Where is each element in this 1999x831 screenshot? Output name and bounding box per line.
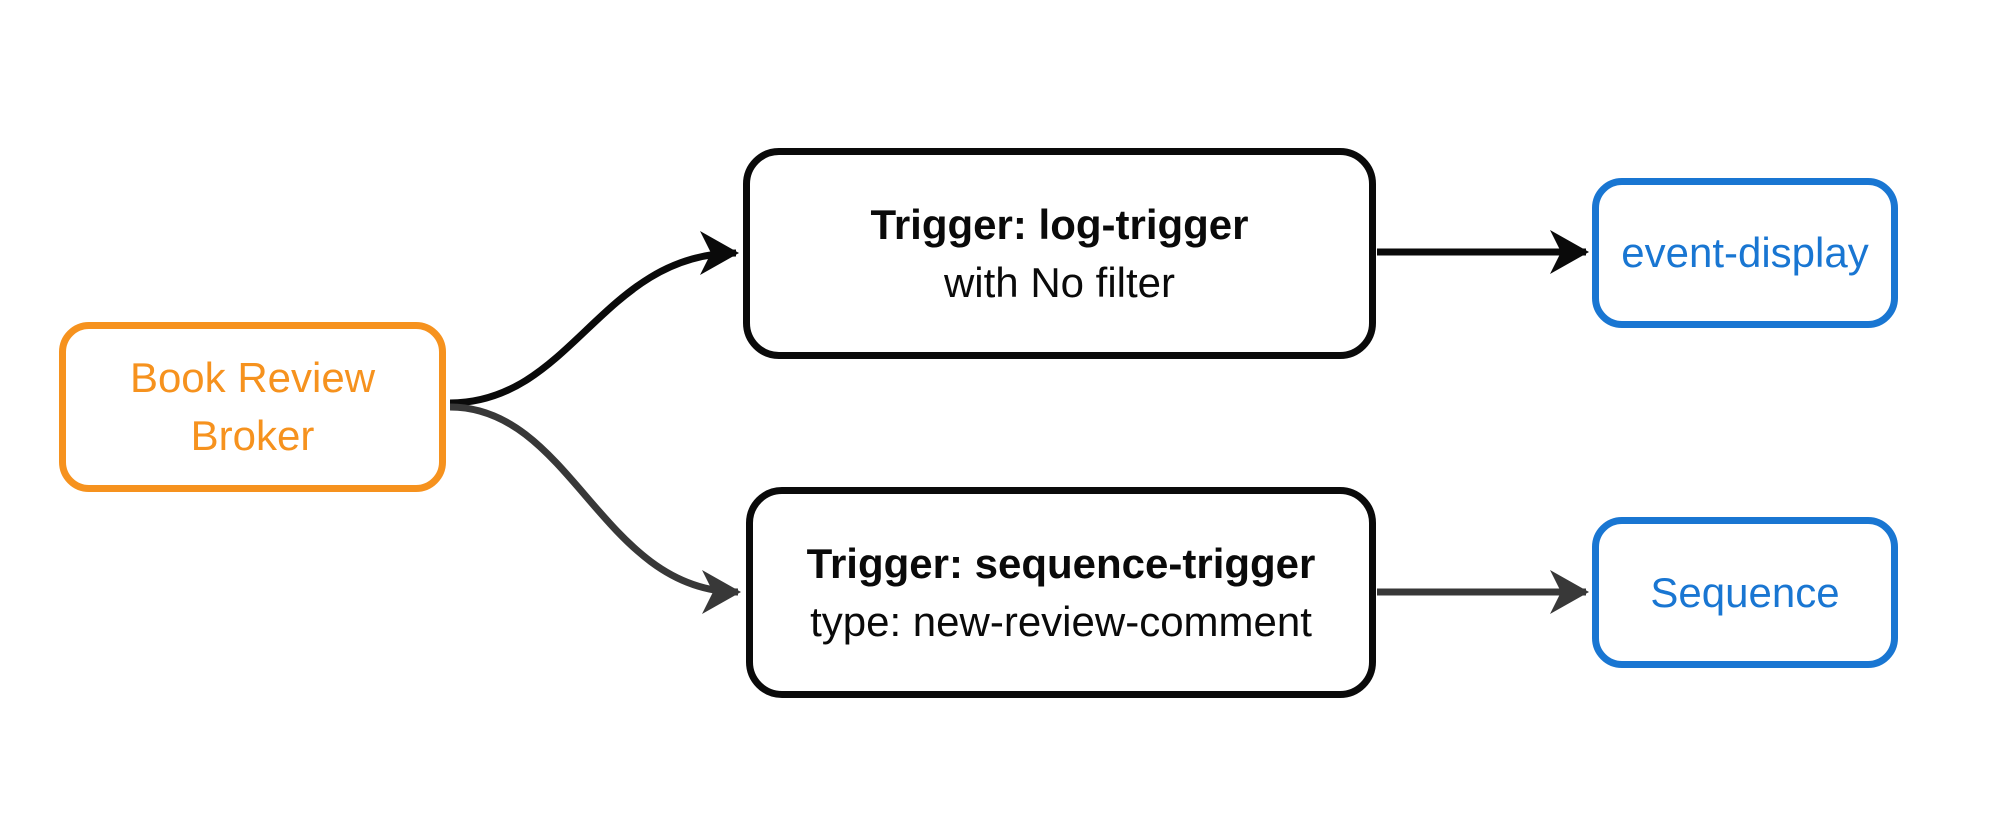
sequence-trigger-title: Trigger: sequence-trigger bbox=[806, 539, 1316, 587]
log-trigger-subtitle: with No filter bbox=[943, 258, 1176, 306]
node-event-display: event-display bbox=[1592, 178, 1898, 328]
sequence-label: Sequence bbox=[1650, 568, 1840, 616]
log-trigger-title: Trigger: log-trigger bbox=[870, 200, 1249, 248]
event-display-label: event-display bbox=[1621, 229, 1869, 276]
edge-broker-to-sequence-trigger bbox=[449, 403, 741, 614]
edge-broker-to-log-trigger bbox=[449, 231, 739, 407]
node-sequence: Sequence bbox=[1592, 517, 1898, 668]
node-log-trigger: Trigger: log-trigger with No filter bbox=[743, 148, 1376, 359]
broker-label-line2: Broker bbox=[190, 412, 315, 459]
node-sequence-trigger: Trigger: sequence-trigger type: new-revi… bbox=[746, 487, 1376, 698]
broker-label-line1: Book Review bbox=[129, 354, 376, 401]
node-book-review-broker: Book Review Broker bbox=[59, 322, 446, 492]
sequence-trigger-subtitle: type: new-review-comment bbox=[810, 597, 1312, 645]
